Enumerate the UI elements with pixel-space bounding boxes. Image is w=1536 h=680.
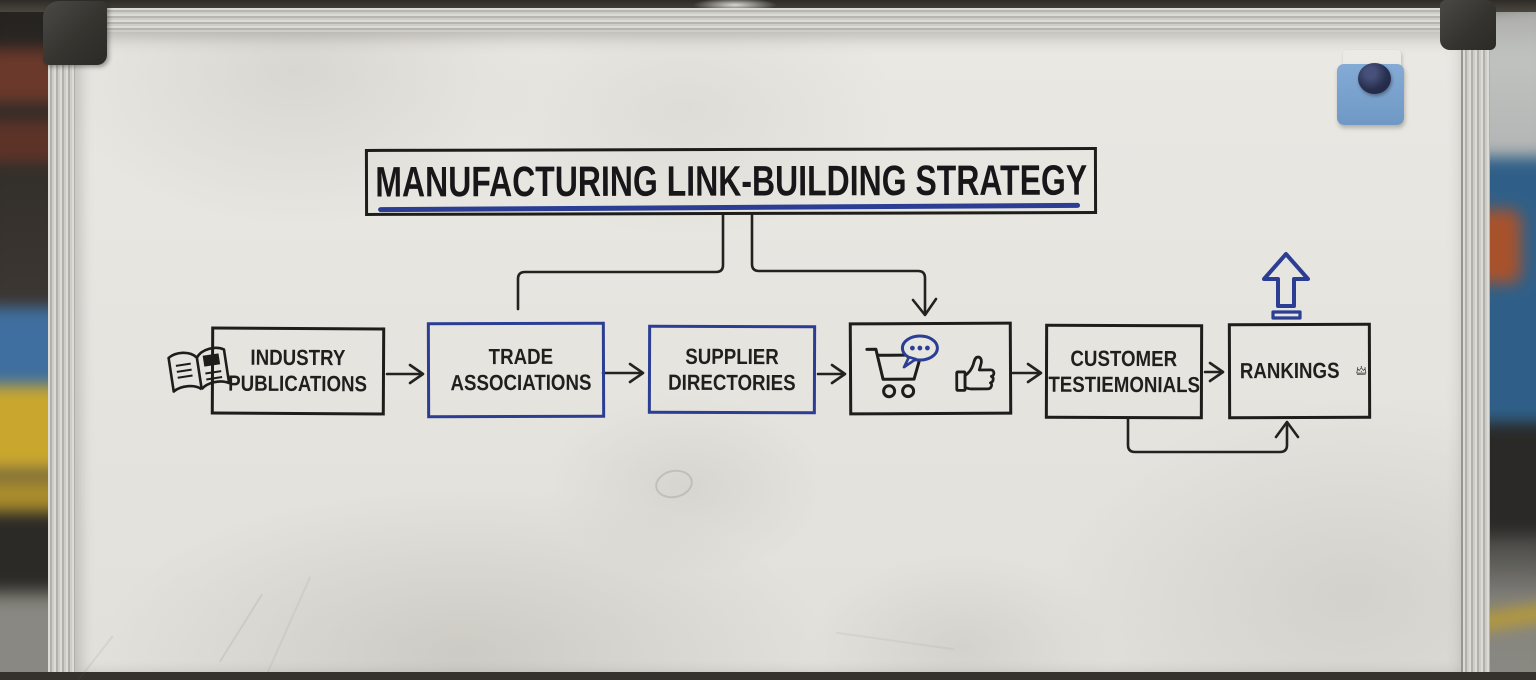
- box-label-line: INDUSTRY: [251, 345, 346, 371]
- box-label: INDUSTRY PUBLICATIONS: [216, 345, 380, 397]
- page-title: MANUFACTURING LINK-BUILDING STRATEGY: [375, 156, 1087, 207]
- whiteboard-frame-right: [1461, 8, 1490, 672]
- box-label-line: TESTIEMONIALS: [1048, 371, 1200, 397]
- upload-arrow-icon: [1256, 249, 1316, 323]
- frame-corner-cap-top-right: [1440, 0, 1496, 50]
- crown-icon: [1355, 355, 1368, 387]
- whiteboard-frame-top: [48, 8, 1488, 34]
- background-factory-right: [1486, 0, 1536, 672]
- flow-box-industry-publications: INDUSTRY PUBLICATIONS: [211, 327, 385, 416]
- box-label-line: RANKINGS: [1240, 358, 1340, 384]
- background-yellow-forklift: [0, 385, 50, 470]
- frame-corner-cap-top-left: [43, 1, 107, 65]
- flow-box-supplier-directories: SUPPLIER DIRECTORIES: [648, 325, 816, 415]
- background-workbench: [1486, 422, 1536, 534]
- flow-box-trade-associations: TRADE ASSOCIATIONS: [427, 322, 605, 419]
- background-factory-left: [0, 0, 50, 672]
- title-box: MANUFACTURING LINK-BUILDING STRATEGY: [365, 147, 1097, 216]
- magnet: [1358, 63, 1391, 94]
- whiteboard-frame-left: [48, 8, 77, 672]
- background-shelf-red: [0, 120, 50, 163]
- background-wheels: [0, 512, 50, 590]
- box-label-line: SUPPLIER: [685, 344, 779, 370]
- box-label-line: DIRECTORIES: [668, 369, 796, 395]
- background-floor: [0, 601, 50, 672]
- box-label-line: CUSTOMER: [1071, 346, 1178, 372]
- box-label: TRADE ASSOCIATIONS: [438, 344, 604, 396]
- box-label: CUSTOMER TESTIEMONIALS: [1035, 346, 1214, 398]
- box-label-line: ASSOCIATIONS: [450, 370, 591, 396]
- shopping-cart-icon: [860, 332, 944, 404]
- background-blue-machine: [1486, 157, 1536, 426]
- background-orange-object: [1486, 209, 1521, 283]
- box-label-line: TRADE: [488, 344, 553, 370]
- box-label-line: PUBLICATIONS: [228, 371, 367, 397]
- box-label: SUPPLIER DIRECTORIES: [657, 344, 807, 396]
- flow-box-rankings: RANKINGS: [1228, 323, 1371, 419]
- flow-box-ecommerce-social-proof: [849, 322, 1012, 416]
- flow-box-customer-testimonials: CUSTOMER TESTIEMONIALS: [1045, 324, 1203, 420]
- open-book-icon: [162, 339, 236, 404]
- thumbs-up-icon: [952, 347, 1000, 397]
